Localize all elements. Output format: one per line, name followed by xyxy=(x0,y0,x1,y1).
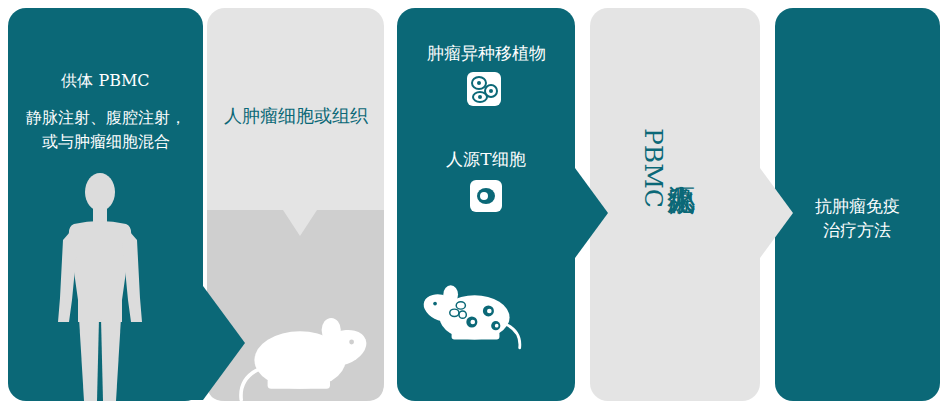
chevron-arrow xyxy=(555,168,608,258)
chevron-arrow xyxy=(183,286,245,400)
mouse-body xyxy=(254,331,345,389)
tumor-cell xyxy=(450,309,459,316)
chevron-arrow xyxy=(740,168,793,258)
mouse-body xyxy=(440,295,510,339)
icon-tile xyxy=(470,180,502,212)
ground-band xyxy=(207,210,384,401)
tumor-cell xyxy=(456,302,465,309)
nucleus xyxy=(489,89,493,93)
head xyxy=(85,173,115,211)
xenograft-mouse xyxy=(420,285,520,348)
nucleus xyxy=(478,95,482,99)
mouse-feet xyxy=(268,378,330,389)
tumor-cell xyxy=(459,311,466,318)
t-cell-dot xyxy=(491,321,500,330)
t-cell-core xyxy=(487,309,492,314)
t-cell-icon xyxy=(470,180,502,212)
mouse-feet xyxy=(452,331,500,339)
panel-text: PBMC xyxy=(636,128,670,208)
panel-text: 供体 PBMC xyxy=(8,70,203,92)
mouse-tail xyxy=(241,368,260,399)
flow-panel: 供体 PBMC 静脉注射、腹腔注射，或与肿瘤细胞混合 xyxy=(8,8,203,401)
mouse-head xyxy=(313,324,372,373)
mouse-eye xyxy=(433,302,437,306)
cell xyxy=(485,85,497,97)
panel-text: 静脉注射、腹腔注射，或与肿瘤细胞混合 xyxy=(19,106,192,154)
nucleus xyxy=(477,81,481,85)
panel-text: 人源T细胞 xyxy=(397,148,575,171)
left-arm xyxy=(58,232,78,322)
flow-panel: 人肿瘤细胞或组织 xyxy=(207,8,384,401)
mouse-ear xyxy=(443,285,458,303)
neck xyxy=(93,206,107,224)
mouse-eye xyxy=(349,340,354,345)
t-cell-dot xyxy=(466,316,477,327)
mouse-head xyxy=(420,289,465,326)
cell xyxy=(472,77,486,89)
panel-text: 人肿瘤细胞或组织 xyxy=(207,104,384,128)
torso xyxy=(69,221,131,322)
t-cell-dot xyxy=(483,305,494,316)
t-cell xyxy=(477,188,495,204)
flow-panel: 肿瘤异种移植物人源T细胞 xyxy=(397,8,575,401)
t-cell-nucleus xyxy=(480,192,488,200)
right-arm xyxy=(122,232,142,322)
mouse-tail xyxy=(505,324,520,348)
flow-panel: PBMC人源化小鼠 xyxy=(590,8,760,401)
panel-text: 肿瘤异种移植物 xyxy=(397,42,575,65)
t-cell-core xyxy=(470,320,475,325)
mouse-silhouette xyxy=(241,318,371,400)
flow-panel: 抗肿瘤免疫治疗方法 xyxy=(775,8,940,401)
cell xyxy=(473,92,487,102)
t-cell-core xyxy=(495,324,499,328)
icon-tile xyxy=(467,72,501,106)
human-silhouette xyxy=(58,173,142,401)
tumor-cell-icon xyxy=(467,72,501,106)
panel-text: 抗肿瘤免疫治疗方法 xyxy=(807,194,907,242)
left-leg xyxy=(79,318,99,401)
mouse-ear xyxy=(322,318,341,342)
right-leg xyxy=(101,318,121,401)
